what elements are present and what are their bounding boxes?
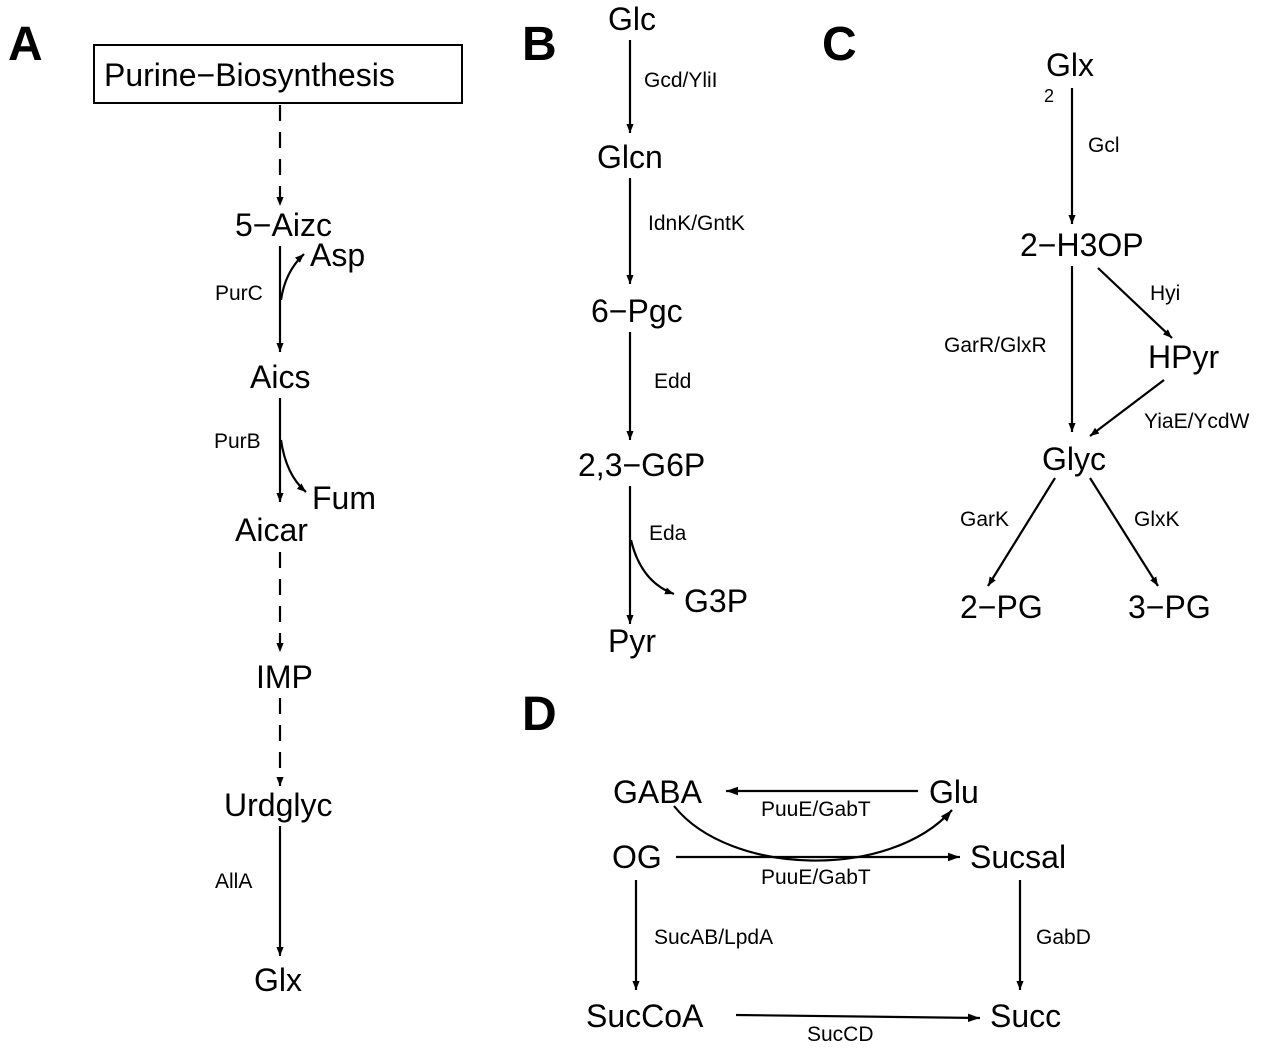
metabolite-hpyr: HPyr bbox=[1148, 339, 1219, 375]
metabolite-glu: Glu bbox=[929, 774, 979, 810]
panel-a: A Purine−Biosynthesis 5−Aizc Asp PurC Ai… bbox=[8, 18, 463, 998]
edge-glyc-to-2pg bbox=[987, 477, 1056, 587]
panel-b-letter: B bbox=[522, 18, 557, 71]
enzyme-sucdc: SucCD bbox=[807, 1023, 874, 1046]
metabolite-pyr: Pyr bbox=[608, 623, 656, 659]
enzyme-gcl: Gcl bbox=[1088, 134, 1120, 157]
metabolite-5-aizc: 5−Aizc bbox=[235, 207, 332, 243]
metabolite-glyc: Glyc bbox=[1042, 441, 1106, 477]
metabolite-imp: IMP bbox=[256, 659, 313, 695]
metabolite-og: OG bbox=[612, 839, 662, 875]
metabolite-sucsal: Sucsal bbox=[970, 839, 1066, 875]
edge-succoa-to-succ bbox=[735, 1013, 981, 1023]
metabolite-2-h3op: 2−H3OP bbox=[1020, 227, 1144, 263]
enzyme-purc: PurC bbox=[215, 282, 263, 305]
metabolite-6-pgc: 6−Pgc bbox=[591, 293, 683, 329]
enzyme-idnk-gntk: IdnK/GntK bbox=[648, 212, 745, 235]
metabolite-glc: Glc bbox=[608, 1, 656, 37]
purine-biosynthesis-box bbox=[93, 44, 463, 104]
edge-glyc-to-3pg bbox=[1089, 477, 1159, 587]
enzyme-gabd: GabD bbox=[1036, 926, 1091, 949]
metabolite-2-pg: 2−PG bbox=[960, 589, 1043, 625]
panel-d-letter: D bbox=[522, 688, 557, 741]
metabolite-glx-c: Glx bbox=[1046, 47, 1094, 83]
metabolite-g3p: G3P bbox=[684, 583, 748, 619]
metabolite-gaba: GABA bbox=[613, 774, 703, 810]
metabolite-asp: Asp bbox=[310, 237, 365, 273]
enzyme-gark: GarK bbox=[960, 508, 1009, 531]
enzyme-sucab-lpda: SucAB/LpdA bbox=[654, 926, 773, 949]
metabolite-succ: Succ bbox=[990, 998, 1061, 1034]
panel-a-letter: A bbox=[8, 18, 43, 71]
enzyme-puue-gabt-lower: PuuE/GabT bbox=[761, 866, 871, 889]
metabolite-urdglyc: Urdglyc bbox=[224, 787, 332, 823]
metabolite-glcn: Glcn bbox=[597, 139, 663, 175]
edge-asp-consumed bbox=[279, 253, 305, 301]
enzyme-gcd-ylii: Gcd/YliI bbox=[644, 69, 718, 92]
metabolite-3-pg: 3−PG bbox=[1128, 589, 1211, 625]
panel-c-letter: C bbox=[822, 18, 857, 71]
edge-h3op-to-hpyr bbox=[1097, 267, 1173, 339]
enzyme-glxk: GlxK bbox=[1134, 508, 1180, 531]
enzyme-purb: PurB bbox=[214, 430, 261, 453]
metabolite-aics: Aics bbox=[250, 359, 310, 395]
enzyme-garr-glxr: GarR/GlxR bbox=[944, 334, 1047, 357]
enzyme-yiae-ycdw: YiaE/YcdW bbox=[1144, 410, 1250, 433]
edge-hpyr-to-glyc bbox=[1089, 379, 1165, 437]
enzyme-alla: AllA bbox=[215, 870, 252, 893]
panel-c: C Glx 2 Gcl 2−H3OP Hyi HPyr GarR/GlxR Yi… bbox=[822, 18, 1250, 625]
edge-g3p-released bbox=[629, 539, 675, 596]
metabolite-2-3-g6p: 2,3−G6P bbox=[578, 447, 705, 483]
enzyme-puue-gabt-upper: PuuE/GabT bbox=[761, 798, 871, 821]
metabolite-fum: Fum bbox=[312, 480, 376, 516]
purine-biosynthesis-label: Purine−Biosynthesis bbox=[104, 57, 395, 93]
panel-b: B Glc Gcd/YliI Glcn IdnK/GntK 6−Pgc Edd … bbox=[522, 1, 748, 659]
edge-fum-released bbox=[279, 439, 307, 493]
panel-d: D GABA Glu PuuE/GabT OG Sucsal PuuE/GabT… bbox=[522, 688, 1091, 1046]
metabolite-aicar: Aicar bbox=[235, 512, 308, 548]
edge-gaba-to-glu-transfer bbox=[673, 805, 953, 862]
metabolite-glx-a: Glx bbox=[254, 962, 302, 998]
enzyme-hyi: Hyi bbox=[1150, 282, 1180, 305]
enzyme-edd: Edd bbox=[654, 370, 691, 393]
enzyme-eda: Eda bbox=[649, 522, 687, 545]
metabolite-succoa: SucCoA bbox=[586, 998, 704, 1034]
glx-stoichiometry: 2 bbox=[1044, 86, 1054, 106]
